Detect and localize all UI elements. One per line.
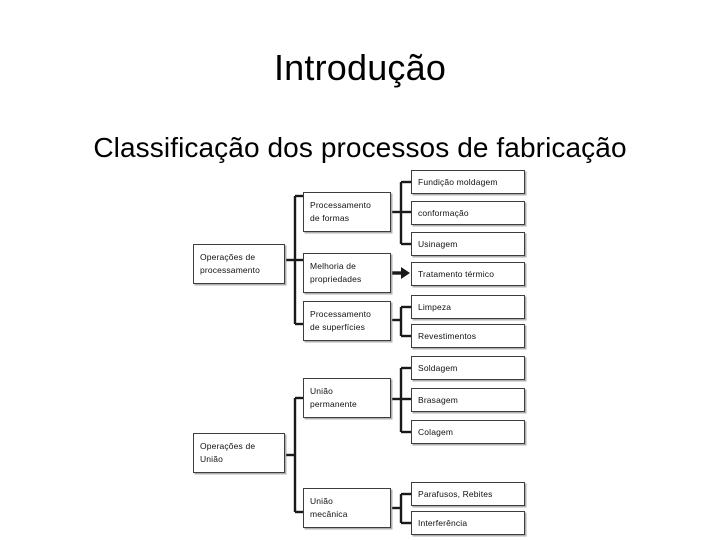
node-uniao-permanente[interactable]: União permanente: [303, 378, 391, 418]
node-label-line2: de formas: [310, 213, 350, 223]
node-label: Usinagem: [418, 239, 458, 249]
node-processamento-formas[interactable]: Processamento de formas: [303, 192, 391, 232]
node-label-line2: União: [200, 454, 223, 464]
node-label-line1: União: [310, 496, 333, 506]
node-parafusos-rebites[interactable]: Parafusos, Rebites: [411, 482, 525, 506]
node-label-line2: processamento: [200, 265, 261, 275]
node-label-line1: União: [310, 386, 333, 396]
node-fundicao-moldagem[interactable]: Fundição moldagem: [411, 170, 525, 194]
node-label: Brasagem: [418, 395, 458, 405]
node-label-line2: de superfícies: [310, 322, 366, 332]
node-revestimentos[interactable]: Revestimentos: [411, 324, 525, 348]
node-label-line1: Operações de: [200, 252, 256, 262]
node-tratamento-termico[interactable]: Tratamento térmico: [411, 262, 525, 286]
node-operacoes-uniao[interactable]: Operações de União: [193, 433, 285, 473]
node-label: Revestimentos: [418, 331, 477, 341]
node-label: Parafusos, Rebites: [418, 489, 493, 499]
node-label: Fundição moldagem: [418, 177, 498, 187]
node-label: Tratamento térmico: [418, 269, 495, 279]
node-label-line2: propriedades: [310, 274, 362, 284]
node-label: Colagem: [418, 427, 454, 437]
node-label-line1: Processamento: [310, 309, 372, 319]
node-label: Interferência: [418, 518, 468, 528]
node-label: conformação: [418, 208, 469, 218]
node-label: Soldagem: [418, 363, 458, 373]
slide-subtitle: Classificação dos processos de fabricaçã…: [93, 132, 627, 163]
node-limpeza[interactable]: Limpeza: [411, 295, 525, 319]
arrow-icon: [392, 267, 410, 279]
node-conformacao[interactable]: conformação: [411, 201, 525, 225]
node-label-line2: mecânica: [310, 509, 348, 519]
node-label-line1: Melhoria de: [310, 261, 357, 271]
node-uniao-mecanica[interactable]: União mecânica: [303, 488, 391, 528]
node-operacoes-processamento[interactable]: Operações de processamento: [193, 244, 285, 284]
node-processamento-superficies[interactable]: Processamento de superfícies: [303, 301, 391, 341]
node-interferencia[interactable]: Interferência: [411, 511, 525, 535]
node-soldagem[interactable]: Soldagem: [411, 356, 525, 380]
node-label-line1: Processamento: [310, 200, 372, 210]
node-label: Limpeza: [418, 302, 452, 312]
node-brasagem[interactable]: Brasagem: [411, 388, 525, 412]
node-usinagem[interactable]: Usinagem: [411, 232, 525, 256]
node-label-line2: permanente: [310, 399, 357, 409]
node-melhoria-propriedades[interactable]: Melhoria de propriedades: [303, 253, 391, 293]
node-label-line1: Operações de: [200, 441, 256, 451]
node-colagem[interactable]: Colagem: [411, 420, 525, 444]
page-title: Introdução: [273, 47, 447, 88]
